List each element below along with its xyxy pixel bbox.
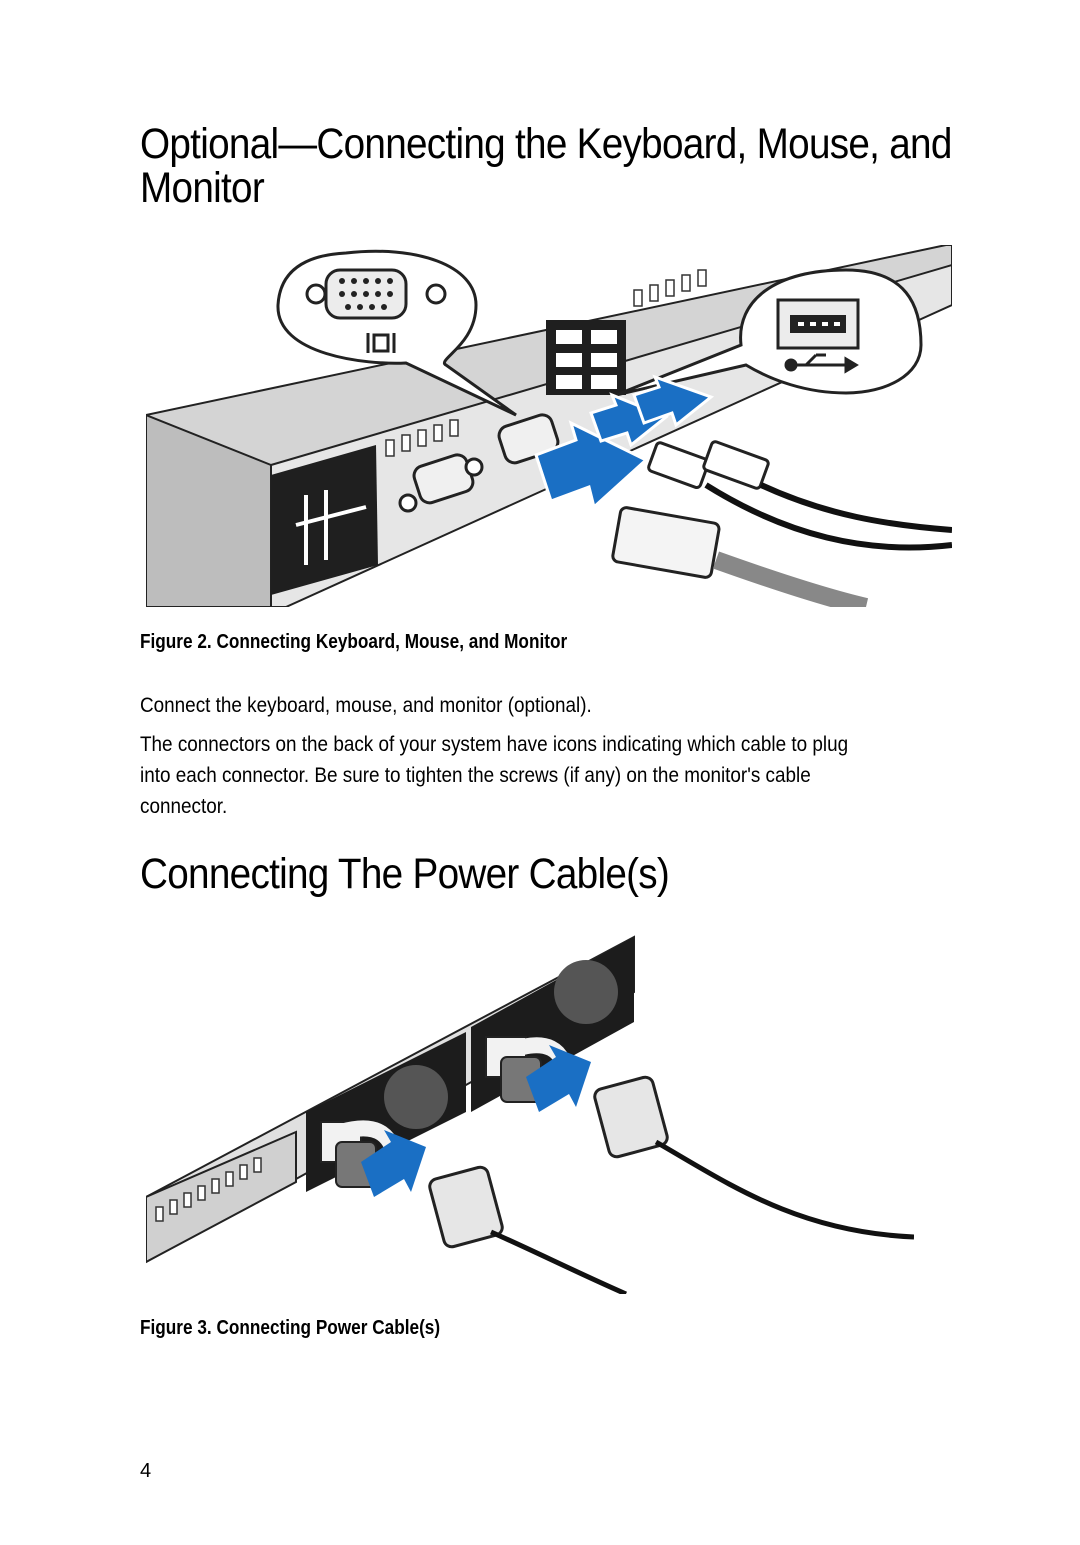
vga-connector-icon <box>339 278 393 310</box>
paragraph-connect-instruction: Connect the keyboard, mouse, and monitor… <box>140 694 592 717</box>
section-heading-power-cables: Connecting The Power Cable(s) <box>140 850 670 898</box>
figure-keyboard-mouse-monitor-illustration <box>146 245 952 607</box>
monitor-port-icon <box>366 333 396 353</box>
figure-3-caption: Figure 3. Connecting Power Cable(s) <box>140 1317 441 1339</box>
paragraph-line: connector. <box>140 795 228 818</box>
section-heading-keyboard-mouse-monitor: Optional—Connecting the Keyboard, Mouse,… <box>140 122 952 210</box>
paragraph-line: The connectors on the back of your syste… <box>140 733 849 756</box>
paragraph-connector-icons: The connectors on the back of your syste… <box>140 729 932 822</box>
heading-line-1: Optional—Connecting the Keyboard, Mouse,… <box>140 120 952 168</box>
heading-line-2: Monitor <box>140 164 265 212</box>
power-insert-arrows <box>361 1045 591 1197</box>
page-number: 4 <box>140 1460 152 1482</box>
figure-power-cables-illustration <box>146 932 914 1294</box>
insert-arrows <box>534 374 715 510</box>
usb-symbol-icon <box>784 353 859 374</box>
figure-2-caption: Figure 2. Connecting Keyboard, Mouse, an… <box>140 631 568 653</box>
paragraph-line: into each connector. Be sure to tighten … <box>140 764 811 787</box>
